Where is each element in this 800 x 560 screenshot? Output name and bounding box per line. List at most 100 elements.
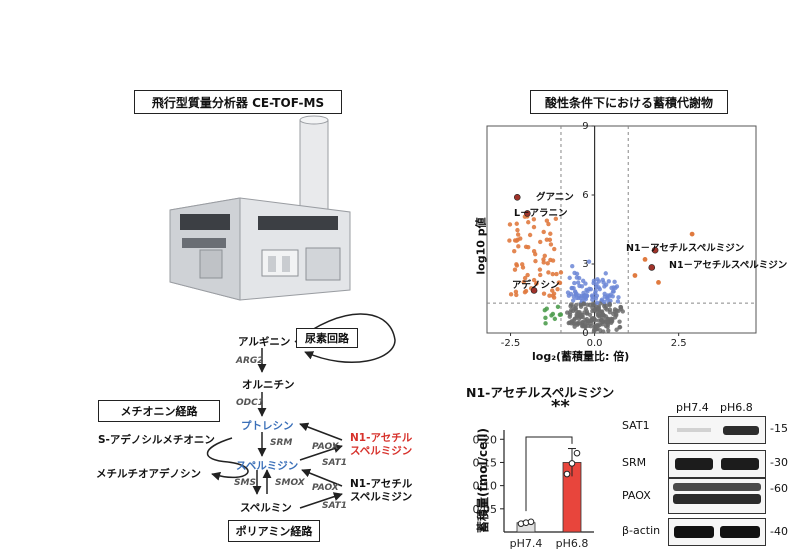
volcano-point <box>558 270 564 275</box>
volcano-point <box>588 324 593 329</box>
volcano-point <box>607 301 613 307</box>
volcano-points <box>507 214 695 334</box>
volcano-point <box>549 313 554 318</box>
volcano-point <box>558 312 564 317</box>
volcano-point <box>546 270 551 275</box>
enzyme-srm: SRM <box>270 438 293 448</box>
volcano-point <box>542 307 548 313</box>
volcano-point <box>543 321 548 326</box>
volcano-point <box>613 285 618 291</box>
volcano-title: 酸性条件下における蓄積代謝物 <box>530 90 728 114</box>
volcano-point <box>527 232 533 238</box>
volcano-point <box>590 315 595 321</box>
blot-label-srm: SRM <box>622 456 647 469</box>
volcano-point <box>590 305 595 310</box>
volcano-point <box>541 229 546 235</box>
volcano-point <box>574 291 579 297</box>
volcano-point <box>612 279 617 285</box>
volcano-point <box>555 287 560 292</box>
volcano-point <box>573 308 579 314</box>
volcano-point <box>567 312 573 317</box>
volcano-point <box>513 289 519 294</box>
volcano-point <box>572 280 577 286</box>
volcano-point <box>602 284 607 289</box>
blot-label-beta-actin: β-actin <box>622 524 661 537</box>
volcano-point <box>514 292 519 298</box>
data-point-0-2 <box>527 518 535 526</box>
data-point-1-0 <box>563 470 571 478</box>
volcano-point <box>520 262 525 267</box>
volcano-point <box>538 272 543 278</box>
volcano-point <box>616 295 621 300</box>
lane-label-ph68: pH6.8 <box>720 401 753 414</box>
volcano-point <box>570 298 576 303</box>
volcano-point <box>604 307 610 312</box>
volcano-point <box>586 259 592 264</box>
volcano-point <box>542 253 547 259</box>
volcano-point <box>600 277 605 283</box>
significance-bracket <box>525 436 573 512</box>
bar-y-tick-label-0: 0.05 <box>473 503 498 516</box>
spermine-label: スペルミン <box>240 502 292 514</box>
volcano-point <box>545 261 550 266</box>
volcano-point <box>596 313 601 318</box>
volcano-point <box>610 294 615 299</box>
y-tick-label-3: 9 <box>582 121 588 132</box>
volcano-point <box>557 280 563 286</box>
bar-y-tick-label-3: 0.20 <box>473 433 498 446</box>
volcano-point <box>609 319 614 324</box>
volcano-point <box>609 285 614 291</box>
volcano-point <box>585 302 590 307</box>
volcano-point <box>570 263 575 269</box>
data-point-1-1 <box>568 460 576 467</box>
annot-alanine: L－アラニン <box>514 208 568 219</box>
n1-acetylspermidine-red-line2: スペルミジン <box>350 445 413 457</box>
volcano-point <box>525 272 530 278</box>
volcano-point <box>512 248 517 254</box>
blot-label-paox: PAOX <box>622 489 651 502</box>
volcano-point <box>508 292 514 297</box>
volcano-point <box>587 286 592 292</box>
bar-y-tick-label-2: 0.15 <box>473 456 498 469</box>
enzyme-sat1-2: SAT1 <box>322 501 347 511</box>
volcano-point <box>544 218 550 223</box>
spermidine-label: スペルミジン <box>236 460 299 472</box>
blot-band-srm <box>668 450 766 478</box>
arginine-label: アルギニン <box>238 336 291 348</box>
volcano-point <box>522 289 528 295</box>
lane-label-ph74: pH7.4 <box>676 401 709 414</box>
blot-band-paox <box>668 478 766 514</box>
volcano-point <box>601 329 606 334</box>
volcano-point <box>597 286 602 292</box>
highlight-point-1 <box>524 210 531 217</box>
volcano-point <box>615 299 621 304</box>
volcano-point <box>541 260 546 265</box>
marker-beta-actin: -40 <box>770 525 788 538</box>
enzyme-arg2: ARG2 <box>236 356 264 366</box>
volcano-point <box>571 285 576 291</box>
volcano-point <box>534 281 539 286</box>
volcano-point <box>581 302 587 307</box>
volcano-point <box>642 257 648 262</box>
volcano-point <box>589 293 595 298</box>
blot-band-beta-actin <box>668 518 766 546</box>
volcano-point <box>574 271 580 277</box>
volcano-point <box>578 296 584 301</box>
enzyme-paox-2: PAOX <box>312 483 339 493</box>
volcano-point <box>582 310 587 315</box>
annot-guanine: グアニン <box>536 192 574 203</box>
volcano-xlabel: log₂(蓄積量比: 倍) <box>532 350 630 363</box>
volcano-point <box>581 290 586 296</box>
volcano-point <box>567 275 572 281</box>
blot-band-sat1 <box>668 416 766 444</box>
volcano-point <box>552 316 558 322</box>
data-point-1-2 <box>573 449 581 457</box>
volcano-point <box>514 263 520 268</box>
volcano-point <box>576 275 582 281</box>
volcano-point <box>554 271 559 277</box>
volcano-point <box>548 231 553 236</box>
volcano-point <box>600 321 605 327</box>
volcano-point <box>543 315 548 321</box>
